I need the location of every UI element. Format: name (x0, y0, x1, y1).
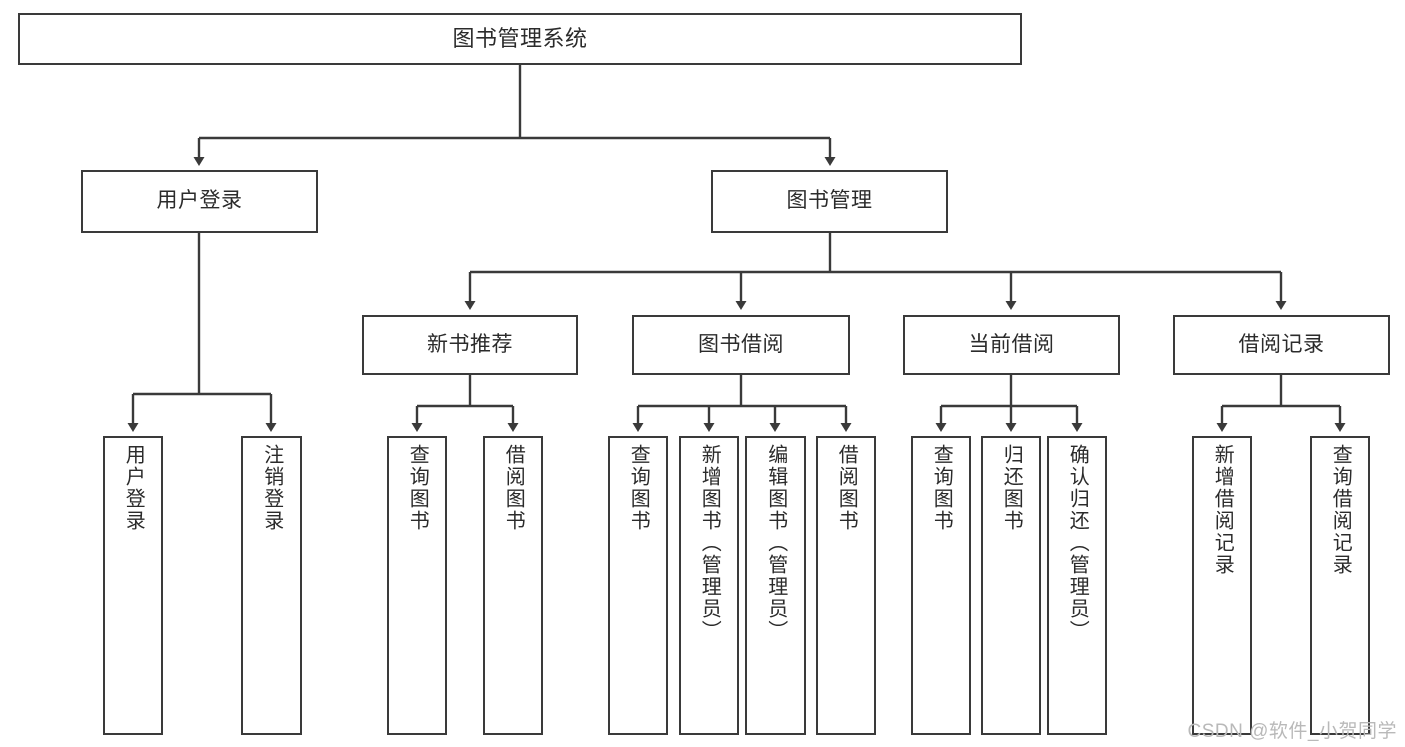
node-new-book-recommend-label: 新书推荐 (427, 332, 513, 356)
node-leaf-user-login[interactable]: 用户登录 (103, 436, 163, 735)
node-leaf-confirm-return[interactable]: 确认归还（管理员） (1047, 436, 1107, 735)
node-new-book-recommend[interactable]: 新书推荐 (362, 315, 578, 375)
node-leaf-logout[interactable]: 注销登录 (241, 436, 302, 735)
node-user-login[interactable]: 用户登录 (81, 170, 318, 233)
node-leaf-add-book[interactable]: 新增图书（管理员） (679, 436, 739, 735)
node-leaf-borrow-book-1[interactable]: 借阅图书 (483, 436, 543, 735)
node-root-label: 图书管理系统 (452, 26, 588, 52)
node-leaf-add-record-label: 新增借阅记录 (1211, 444, 1234, 576)
node-user-login-label: 用户登录 (156, 189, 243, 213)
node-leaf-query-book-3-label: 查询图书 (930, 444, 953, 532)
node-leaf-query-book-2-label: 查询图书 (627, 444, 650, 532)
node-leaf-query-record-label: 查询借阅记录 (1329, 444, 1352, 576)
node-current-borrow-label: 当前借阅 (968, 332, 1055, 356)
node-leaf-add-record[interactable]: 新增借阅记录 (1192, 436, 1252, 735)
node-leaf-borrow-book-2-label: 借阅图书 (835, 444, 858, 532)
node-leaf-query-book-3[interactable]: 查询图书 (911, 436, 971, 735)
node-leaf-borrow-book-2[interactable]: 借阅图书 (816, 436, 876, 735)
node-root[interactable]: 图书管理系统 (18, 13, 1022, 65)
node-borrow-record[interactable]: 借阅记录 (1173, 315, 1390, 375)
node-leaf-query-book-2[interactable]: 查询图书 (608, 436, 668, 735)
node-leaf-edit-book[interactable]: 编辑图书（管理员） (745, 436, 806, 735)
node-current-borrow[interactable]: 当前借阅 (903, 315, 1120, 375)
watermark-text: CSDN @软件_小贺同学 (1187, 721, 1397, 742)
node-leaf-query-book-1[interactable]: 查询图书 (387, 436, 447, 735)
node-leaf-query-book-1-label: 查询图书 (406, 444, 429, 532)
node-leaf-user-login-label: 用户登录 (122, 444, 145, 532)
node-leaf-edit-book-label: 编辑图书（管理员） (764, 444, 787, 642)
node-borrow-record-label: 借阅记录 (1238, 332, 1325, 356)
node-leaf-return-book-label: 归还图书 (1000, 444, 1023, 532)
node-book-borrow[interactable]: 图书借阅 (632, 315, 850, 375)
node-leaf-logout-label: 注销登录 (260, 444, 283, 532)
node-book-management-label: 图书管理 (786, 189, 873, 213)
node-leaf-query-record[interactable]: 查询借阅记录 (1310, 436, 1370, 735)
node-leaf-add-book-label: 新增图书（管理员） (698, 444, 721, 642)
node-leaf-borrow-book-1-label: 借阅图书 (502, 444, 525, 532)
node-leaf-return-book[interactable]: 归还图书 (981, 436, 1041, 735)
node-book-borrow-label: 图书借阅 (698, 332, 784, 356)
node-leaf-confirm-return-label: 确认归还（管理员） (1066, 444, 1089, 642)
node-book-management[interactable]: 图书管理 (711, 170, 948, 233)
